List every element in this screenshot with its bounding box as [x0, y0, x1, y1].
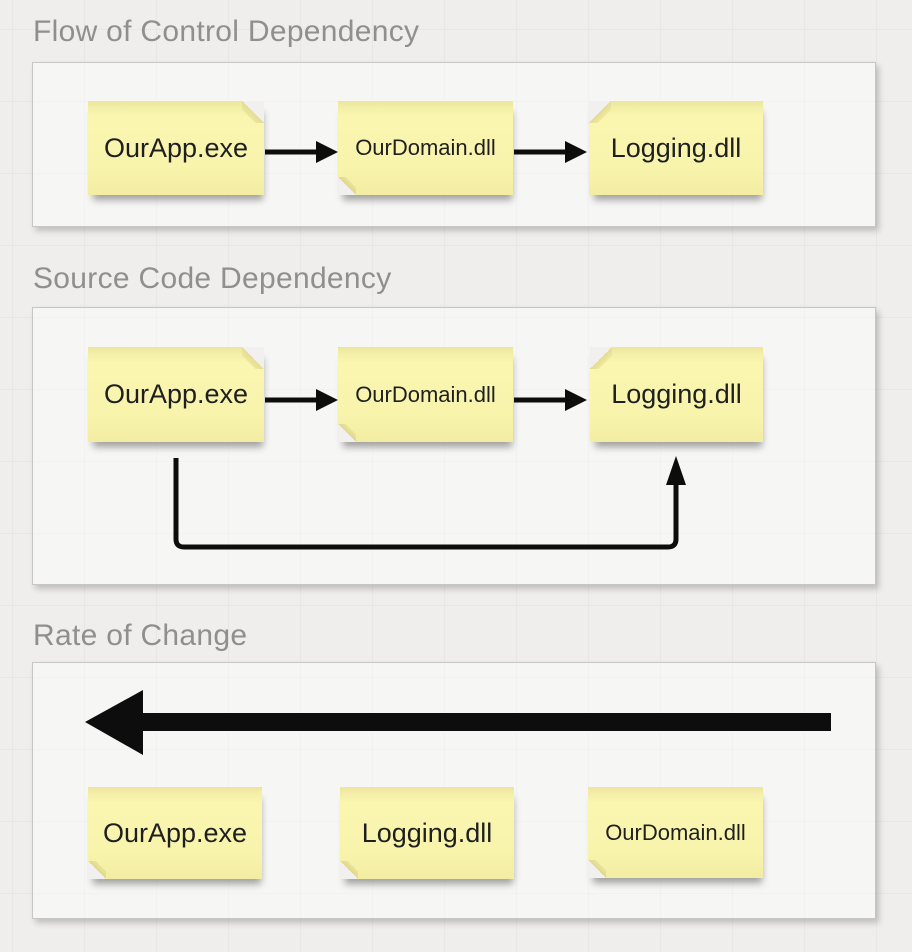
rate-of-change-arrow[interactable]: [78, 684, 838, 760]
sticky-note-logging-dll-2[interactable]: Logging.dll: [590, 347, 763, 442]
sticky-label: Logging.dll: [361, 817, 493, 848]
connector-arrow-1a[interactable]: [263, 139, 339, 165]
folded-corner-icon: [242, 101, 264, 123]
sticky-note-ourdomain-dll-3[interactable]: OurDomain.dll: [588, 787, 763, 878]
elbow-arrow-up-icon: [173, 456, 686, 550]
folded-corner-icon: [588, 860, 606, 878]
sticky-note-ourapp-exe-3[interactable]: OurApp.exe: [88, 787, 262, 879]
sticky-label: OurDomain.dll: [355, 381, 496, 407]
sticky-note-ourdomain-dll-2[interactable]: OurDomain.dll: [338, 347, 513, 442]
sticky-label: OurApp.exe: [102, 817, 248, 848]
sticky-label: OurDomain.dll: [355, 135, 496, 160]
folded-corner-icon: [88, 861, 106, 879]
sticky-label: Logging.dll: [611, 379, 742, 409]
sticky-label: Logging.dll: [610, 132, 742, 163]
folded-corner-icon: [340, 861, 358, 879]
frame-title-rate-of-change[interactable]: Rate of Change: [33, 619, 248, 652]
sticky-note-ourapp-exe-2[interactable]: OurApp.exe: [88, 347, 264, 442]
arrow-right-icon: [265, 389, 338, 411]
connector-elbow-arrow[interactable]: [148, 452, 708, 556]
sticky-note-ourapp-exe-1[interactable]: OurApp.exe: [88, 101, 264, 195]
arrow-right-icon: [514, 389, 587, 411]
frame-title-source-code[interactable]: Source Code Dependency: [33, 262, 392, 295]
folded-corner-icon: [590, 347, 612, 369]
sticky-label: OurApp.exe: [103, 379, 249, 409]
sticky-note-logging-dll-1[interactable]: Logging.dll: [589, 101, 763, 195]
sticky-note-logging-dll-3[interactable]: Logging.dll: [340, 787, 514, 879]
sticky-label: OurApp.exe: [103, 132, 249, 163]
connector-arrow-2a[interactable]: [263, 387, 339, 413]
arrow-right-icon: [514, 141, 587, 163]
folded-corner-icon: [338, 177, 356, 195]
connector-arrow-2b[interactable]: [512, 387, 588, 413]
connector-arrow-1b[interactable]: [512, 139, 588, 165]
sticky-label: OurDomain.dll: [605, 819, 746, 845]
folded-corner-icon: [242, 347, 264, 369]
thick-arrow-left-icon: [85, 690, 831, 755]
folded-corner-icon: [338, 424, 356, 442]
frame-title-flow-of-control[interactable]: Flow of Control Dependency: [33, 15, 420, 48]
sticky-note-ourdomain-dll-1[interactable]: OurDomain.dll: [338, 101, 513, 195]
folded-corner-icon: [589, 101, 611, 123]
arrow-right-icon: [265, 141, 338, 163]
